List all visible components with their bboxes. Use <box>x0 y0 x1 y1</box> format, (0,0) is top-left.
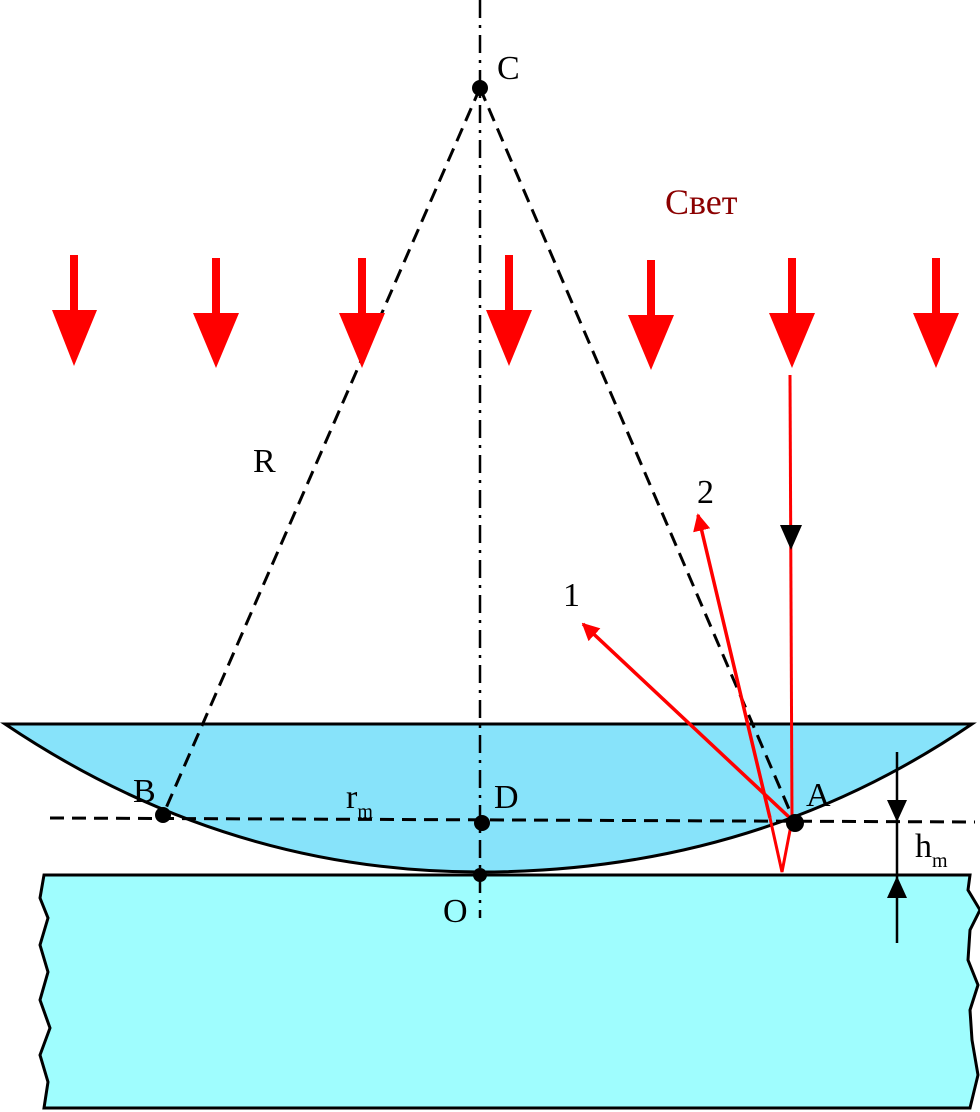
point-c <box>472 80 488 96</box>
gap-arrow-up <box>887 876 907 898</box>
incident-ray <box>788 374 794 821</box>
label-h-m-base: h <box>915 828 932 865</box>
label-o: O <box>443 893 468 930</box>
label-ray-2: 2 <box>697 474 714 511</box>
incoming-light-arrows <box>52 255 959 370</box>
light-arrow <box>339 258 385 368</box>
reflected-ray-2 <box>693 513 772 819</box>
label-d: D <box>494 779 519 816</box>
label-h-m: hm <box>915 828 948 872</box>
light-arrow <box>769 258 815 368</box>
light-arrow <box>628 260 674 370</box>
label-r-m-sub: m <box>357 801 373 823</box>
label-r-m: rm <box>346 779 373 823</box>
label-c: C <box>497 50 520 87</box>
label-r-m-base: r <box>346 779 358 816</box>
label-light: Свет <box>665 182 738 222</box>
incident-ray-arrowhead <box>780 525 802 550</box>
radius-line-ca <box>478 87 797 824</box>
glass-plate <box>38 873 980 1110</box>
point-a <box>786 814 804 832</box>
label-ray-1: 1 <box>563 577 580 614</box>
label-r: R <box>253 443 276 480</box>
gap-arrow-down <box>887 800 907 822</box>
label-a: A <box>806 777 831 814</box>
reflected-ray-1 <box>581 622 792 820</box>
point-o <box>473 868 487 882</box>
plate-reflection-path <box>768 817 794 873</box>
chord-line <box>49 816 976 824</box>
light-arrow <box>193 258 239 368</box>
point-d <box>474 815 490 831</box>
light-arrow <box>52 255 97 366</box>
light-arrow <box>913 258 959 368</box>
point-b <box>155 807 171 823</box>
label-b: B <box>133 773 156 810</box>
light-arrow <box>486 255 532 366</box>
label-h-m-sub: m <box>932 850 948 872</box>
radius-line-cb <box>161 87 482 816</box>
